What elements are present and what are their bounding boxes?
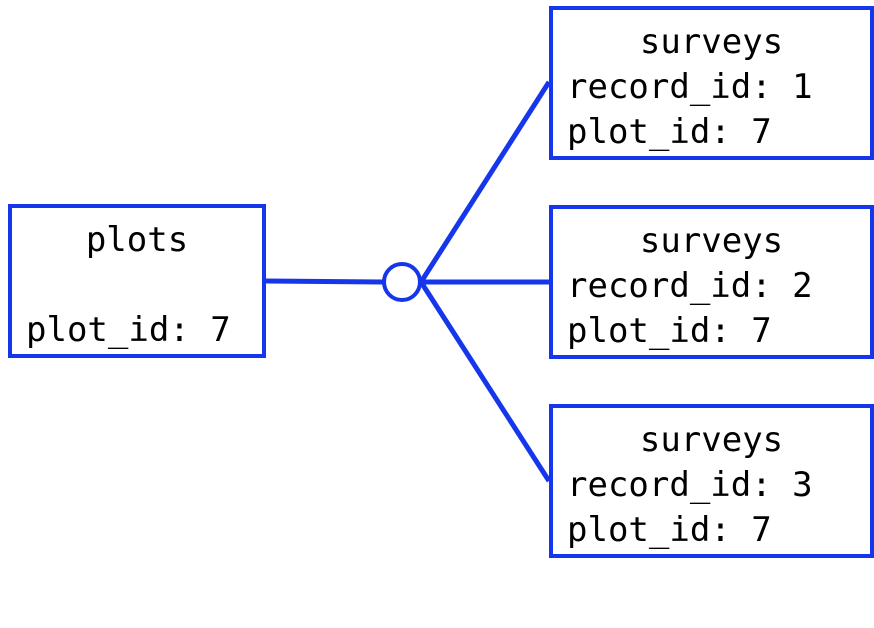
surveys-entity-box-3: surveys record_id: 3 plot_id: 7 (549, 404, 874, 558)
surveys-plot-id: plot_id: 7 (567, 510, 772, 550)
surveys-title: surveys (639, 22, 784, 62)
er-diagram: plots plot_id: 7 surveys record_id: 1 pl… (8, 6, 874, 558)
crow-foot-branch-survey-1 (418, 80, 552, 284)
plots-entity-box: plots plot_id: 7 (8, 204, 266, 358)
plots-plot-id: plot_id: 7 (26, 310, 231, 350)
surveys-record-id: record_id: 3 (567, 465, 813, 505)
connector-plots-to-circle (265, 278, 385, 285)
surveys-title: surveys (639, 221, 784, 261)
crow-foot-branch-survey-3 (418, 280, 552, 483)
relationship-connectors (265, 80, 552, 483)
surveys-entity-box-1: surveys record_id: 1 plot_id: 7 (549, 6, 874, 160)
surveys-title: surveys (639, 420, 784, 460)
surveys-plot-id: plot_id: 7 (567, 311, 772, 351)
surveys-plot-id: plot_id: 7 (567, 112, 772, 152)
optional-circle-marker (382, 262, 422, 302)
surveys-record-id: record_id: 2 (567, 266, 813, 306)
plots-title: plots (85, 220, 189, 260)
surveys-record-id: record_id: 1 (567, 67, 813, 107)
surveys-entity-box-2: surveys record_id: 2 plot_id: 7 (549, 205, 874, 359)
